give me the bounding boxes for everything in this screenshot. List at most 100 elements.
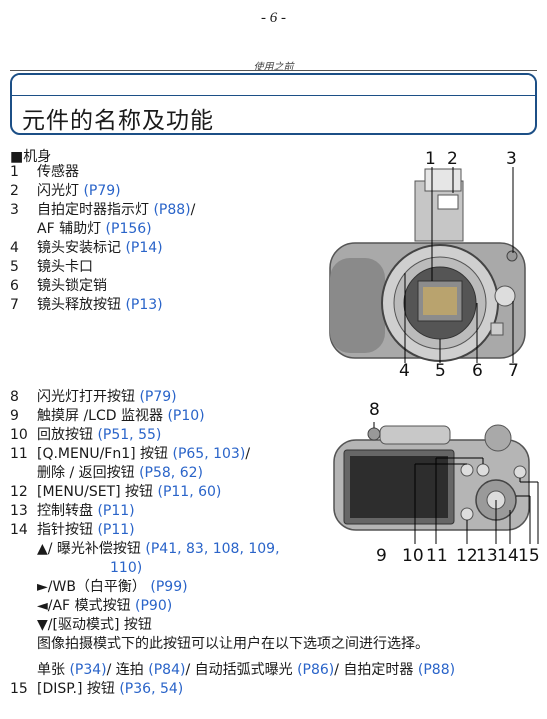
running-header: 使用之前 <box>253 62 294 73</box>
item-text: 触摸屏 /LCD 监视器 <box>37 408 163 424</box>
camera-front-illustration <box>329 167 526 363</box>
item-text: 闪光灯 <box>37 183 79 199</box>
section-heading: ■机身 <box>10 149 52 165</box>
page-reference: (P51, 55) <box>97 427 162 443</box>
item-text: 镜头释放按钮 <box>37 297 121 313</box>
sub-item-text: ▲/ 曝光补偿按钮 <box>37 541 141 557</box>
sub-item: ◄/AF 模式按钮 (P90) <box>10 597 429 616</box>
drive-options: 单张 (P34)/ 连拍 (P84)/ 自动括弧式曝光 (P86)/ 自拍定时器… <box>37 661 455 680</box>
item-text: 镜头安装标记 <box>37 240 121 256</box>
item-number: 1 <box>10 164 19 180</box>
page-reference: (P99) <box>150 579 188 595</box>
list-item: 删除 / 返回按钮 (P58, 62) <box>10 464 250 483</box>
page-title: 元件的名称及功能 <box>22 108 214 134</box>
back-label-15: 15 <box>518 546 540 566</box>
sub-item-text: 图像拍摄模式下的此按钮可以让用户在以下选项之间进行选择。 <box>37 636 429 652</box>
front-label-7: 7 <box>508 361 519 381</box>
item-number: 6 <box>10 278 19 294</box>
page-reference: (P90) <box>135 598 173 614</box>
page-reference: (P14) <box>125 240 163 256</box>
page-reference: (P84) <box>148 662 186 678</box>
page-reference: (P13) <box>125 297 163 313</box>
page-reference: (P36, 54) <box>119 681 184 697</box>
item-number: 4 <box>10 240 19 256</box>
list-item: 12 [MENU/SET] 按钮 (P11, 60) <box>10 483 250 502</box>
back-label-14: 14 <box>497 546 519 566</box>
item-number: 5 <box>10 259 19 275</box>
page-reference: (P88) <box>153 202 191 218</box>
sub-item-text: ▼/[驱动模式] 按钮 <box>37 617 152 633</box>
drive-option-text: / 连拍 <box>106 662 149 678</box>
list-item: 15[DISP.] 按钮 (P36, 54) <box>10 680 183 699</box>
drive-option-text: / 自拍定时器 <box>334 662 418 678</box>
page-reference: (P34) <box>69 662 107 678</box>
item-text: [Q.MENU/Fn1] 按钮 <box>37 446 169 462</box>
item-number: 8 <box>10 389 19 405</box>
back-label-12: 12 <box>456 546 478 566</box>
page-reference: (P11) <box>97 522 135 538</box>
drive-option-text: / 自动括弧式曝光 <box>185 662 298 678</box>
item-number: 11 <box>10 446 28 462</box>
page-reference: (P58, 62) <box>139 465 203 481</box>
front-label-1: 1 <box>425 149 436 169</box>
sub-item: 图像拍摄模式下的此按钮可以让用户在以下选项之间进行选择。 <box>10 635 429 654</box>
list-item: 11 [Q.MENU/Fn1] 按钮 (P65, 103)/ <box>10 445 250 464</box>
title-box: 元件的名称及功能 <box>10 73 537 135</box>
item-text: 镜头锁定销 <box>37 278 107 294</box>
list-item: AF 辅助灯 (P156) <box>10 220 195 239</box>
page-number: - 6 - <box>261 10 286 26</box>
list-item: 7 镜头释放按钮 (P13) <box>10 296 195 315</box>
sub-item: ▲/ 曝光补偿按钮 (P41, 83, 108, 109, <box>10 540 429 559</box>
list-item: 6 镜头锁定销 <box>10 277 195 296</box>
item-number: 9 <box>10 408 19 424</box>
page-reference: (P11, 60) <box>157 484 222 500</box>
item-number: 10 <box>10 427 28 443</box>
page-reference: (P41, 83, 108, 109, <box>145 541 280 557</box>
item-tail: / <box>245 446 251 462</box>
item-number: 14 <box>10 522 28 538</box>
item-text: 自拍定时器指示灯 <box>37 202 149 218</box>
front-label-4: 4 <box>399 361 410 381</box>
item-text: 闪光灯打开按钮 <box>37 389 135 405</box>
sub-item-text: ◄/AF 模式按钮 <box>37 598 131 614</box>
sub-item: ►/WB（白平衡） (P99) <box>10 578 429 597</box>
sub-item: 110) <box>10 559 429 578</box>
front-label-3: 3 <box>506 149 517 169</box>
page-reference: (P11) <box>97 503 135 519</box>
back-label-10: 10 <box>402 546 424 566</box>
item-text: 镜头卡口 <box>37 259 93 275</box>
list-item: 5 镜头卡口 <box>10 258 195 277</box>
back-label-8: 8 <box>369 400 380 420</box>
header-rule <box>10 70 537 71</box>
item-number: 13 <box>10 503 28 519</box>
item-number: 7 <box>10 297 19 313</box>
item-text: [MENU/SET] 按钮 <box>37 484 154 500</box>
front-label-6: 6 <box>472 361 483 381</box>
page-reference: (P88) <box>417 662 456 678</box>
item-text: 回放按钮 <box>37 427 93 443</box>
page-reference: (P156) <box>105 221 152 237</box>
drive-mode-line: 单张 (P34)/ 连拍 (P84)/ 自动括弧式曝光 (P86)/ 自拍定时器… <box>37 661 455 680</box>
item-15: 15[DISP.] 按钮 (P36, 54) <box>10 680 183 699</box>
front-label-5: 5 <box>435 361 446 381</box>
back-label-11: 11 <box>426 546 448 566</box>
item-number: 15 <box>10 681 28 697</box>
back-label-13: 13 <box>476 546 498 566</box>
item-number: 12 <box>10 484 28 500</box>
camera-back-illustration <box>333 422 539 544</box>
drive-option-text: 单张 <box>37 662 70 678</box>
page-reference: (P86) <box>297 662 335 678</box>
item-text: AF 辅助灯 <box>37 221 102 237</box>
page-reference: (P65, 103) <box>172 446 246 462</box>
item-number: 3 <box>10 202 19 218</box>
page-reference: (P79) <box>83 183 121 199</box>
